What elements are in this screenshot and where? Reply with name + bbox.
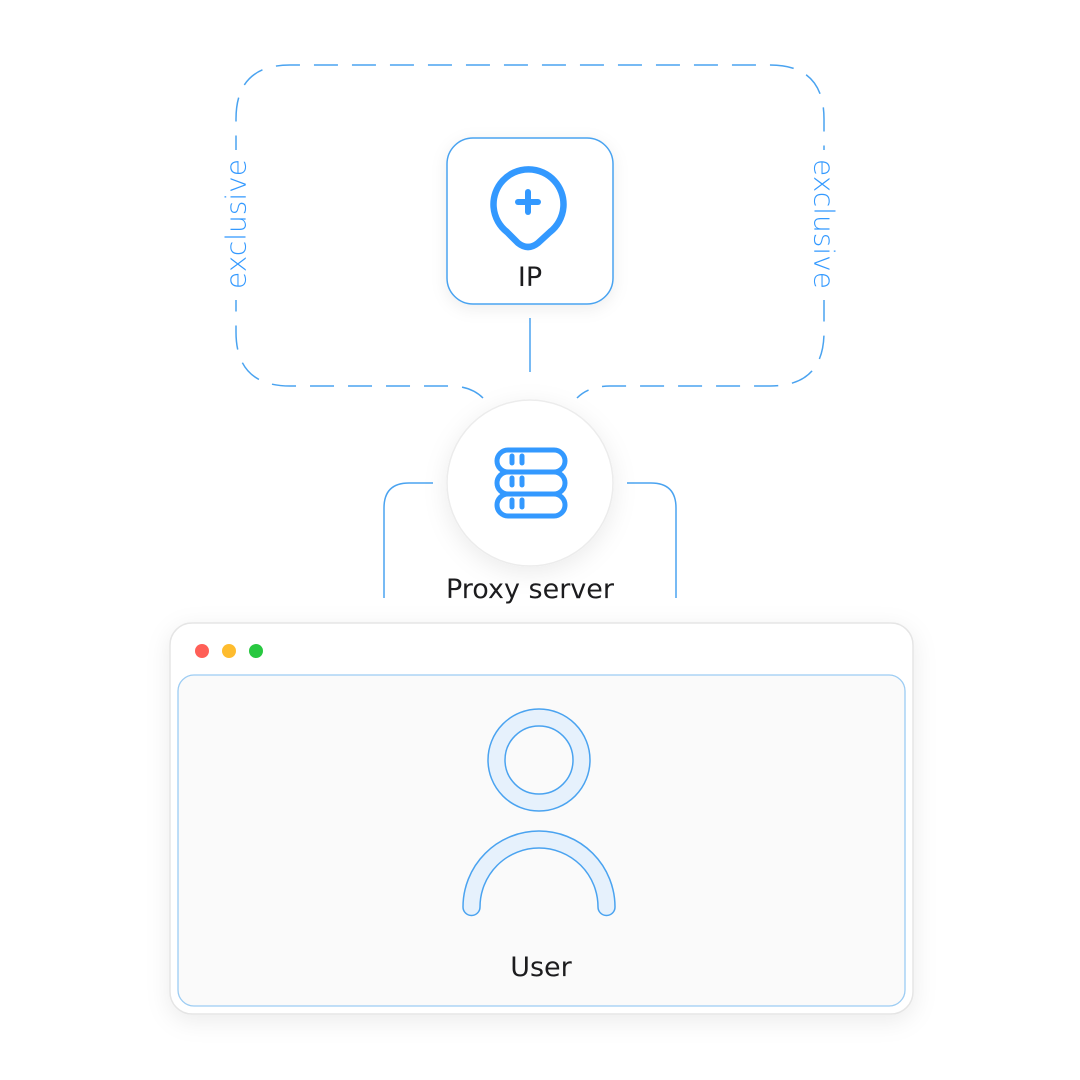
window-close-dot[interactable]	[195, 644, 209, 658]
proxy-label: Proxy server	[446, 574, 615, 605]
exclusive-zone-border	[235, 64, 825, 399]
ip-card	[446, 137, 614, 305]
server-stack-icon	[494, 447, 568, 519]
ip-label: IP	[518, 262, 542, 293]
window-maximize-dot[interactable]	[249, 644, 263, 658]
connector-proxy-user-right	[627, 482, 677, 598]
exclusive-label-left: exclusive	[220, 159, 253, 289]
ip-node: IP	[446, 137, 614, 305]
window-minimize-dot[interactable]	[222, 644, 236, 658]
exclusive-label-right: exclusive	[808, 159, 841, 289]
proxy-circle	[446, 399, 614, 567]
connector-proxy-user-left	[383, 482, 433, 598]
user-icon	[462, 708, 616, 917]
proxy-node: Proxy server	[446, 399, 615, 605]
user-window: User	[169, 622, 914, 1015]
user-label: User	[510, 952, 572, 983]
location-plus-icon	[490, 166, 567, 251]
